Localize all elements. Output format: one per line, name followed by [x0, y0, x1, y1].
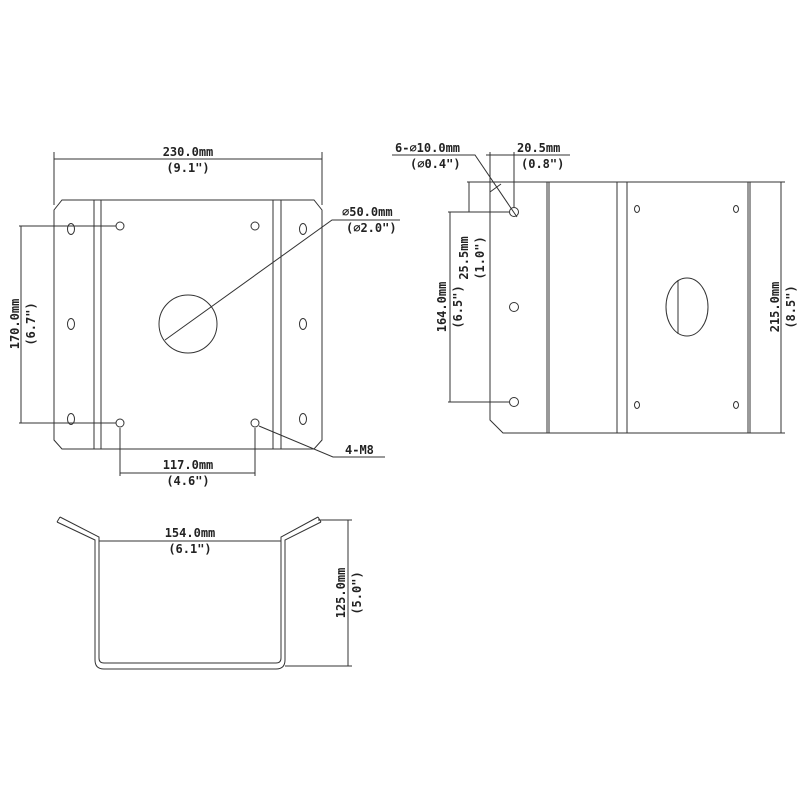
- holes-mm: 6-∅10.0mm: [395, 141, 460, 155]
- side-height-mm: 215.0mm: [768, 282, 782, 333]
- hole-span-in: (6.5"): [451, 285, 465, 328]
- bottom-width-in: (6.1"): [168, 542, 211, 556]
- hole-spacing-in: (4.6"): [166, 474, 209, 488]
- bottom-width-mm: 154.0mm: [165, 526, 216, 540]
- center-hole-mm: ∅50.0mm: [342, 205, 393, 219]
- front-height-mm: 170.0mm: [8, 299, 22, 350]
- bottom-view: 154.0mm (6.1") 125.0mm (5.0"): [56, 516, 364, 670]
- mount-holes: [115, 221, 260, 428]
- side-plate-outline: [489, 181, 751, 434]
- center-hole-in: (∅2.0"): [346, 221, 397, 235]
- bottom-depth-in: (5.0"): [350, 571, 364, 614]
- top-offset-mm: 25.5mm: [457, 236, 471, 279]
- holes-in: (∅0.4"): [410, 157, 461, 171]
- front-width-in: (9.1"): [166, 161, 209, 175]
- hole-span-mm: 164.0mm: [435, 282, 449, 333]
- side-view: 215.0mm (8.5") 164.0mm (6.5") 25.5mm (1.…: [392, 141, 798, 434]
- side-height-in: (8.5"): [784, 285, 798, 328]
- hole-spacing-mm: 117.0mm: [163, 458, 214, 472]
- top-offset-in: (1.0"): [473, 236, 487, 279]
- bottom-depth-mm: 125.0mm: [334, 568, 348, 619]
- thread-label: 4-M8: [345, 443, 374, 457]
- offset-in: (0.8"): [521, 157, 564, 171]
- front-height-in: (6.7"): [24, 302, 38, 345]
- side-holes: [509, 205, 739, 409]
- front-view: 230.0mm (9.1") 170.0mm (6.7") 117.0mm (4…: [8, 145, 400, 488]
- front-width-mm: 230.0mm: [163, 145, 214, 159]
- cable-hole: [665, 277, 709, 337]
- center-hole: [158, 294, 218, 354]
- offset-mm: 20.5mm: [517, 141, 560, 155]
- u-bracket-inner: [59, 516, 319, 664]
- u-bracket-outer: [56, 521, 322, 670]
- side-slots: [67, 223, 307, 425]
